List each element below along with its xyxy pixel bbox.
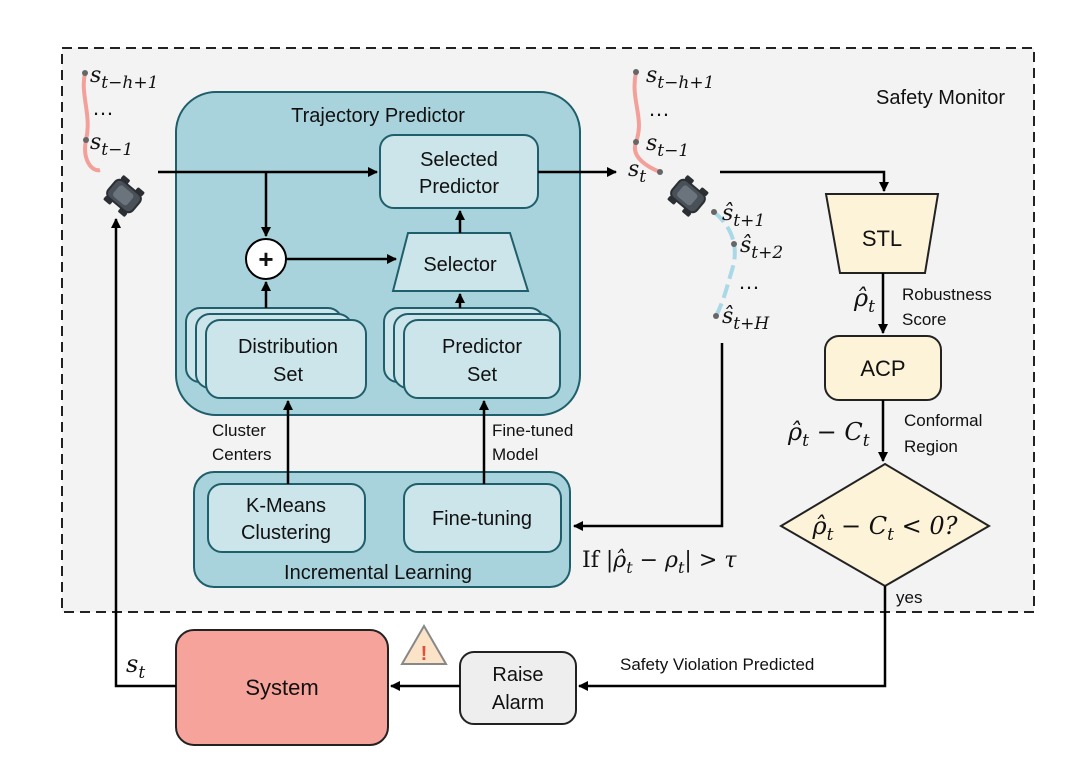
pred-traj-hat-2: ŝt+2 <box>740 233 783 263</box>
pred-traj-point-3 <box>713 313 719 319</box>
decision-expression: ρ̂t − Ct < 0? <box>811 512 957 545</box>
arrow-system-to-vehicle <box>111 218 176 688</box>
cluster-centers-label-2: Centers <box>212 445 272 464</box>
past-traj-point-1 <box>82 70 88 76</box>
pred-traj-hat-1: ŝt+1 <box>722 201 765 231</box>
arrow-decision-to-alarm <box>578 586 887 691</box>
predicted-trajectory-curve <box>712 210 737 317</box>
cluster-centers-label-1: Cluster <box>212 421 266 440</box>
plus-icon: + <box>258 244 273 274</box>
system-label: System <box>245 675 318 700</box>
selector-trapezoid <box>391 232 530 292</box>
distribution-set-label-2: Set <box>273 364 303 386</box>
conformal-region-label-2: Region <box>904 437 958 456</box>
acp-label: ACP <box>860 356 905 381</box>
incremental-learning-title: Incremental Learning <box>284 562 472 584</box>
distribution-set-label-1: Distribution <box>238 336 338 358</box>
past-traj-point-2 <box>83 137 89 143</box>
finetuning-label: Fine-tuning <box>432 508 532 530</box>
past-traj-dots: … <box>92 95 114 120</box>
arrow-state-to-stl <box>720 170 889 192</box>
system-state-label: st <box>126 650 145 683</box>
kmeans-label-1: K-Means <box>246 495 326 517</box>
pred-traj-point-2 <box>731 241 737 247</box>
stl-rho-hat: ρ̂t <box>853 284 875 317</box>
selected-predictor-label-2: Predictor <box>419 176 499 198</box>
distribution-set-box <box>205 319 367 399</box>
past-traj-s-t-h1: st−h+1 <box>90 63 158 93</box>
decision-yes-label: yes <box>896 588 922 607</box>
pred-traj-point-1 <box>711 209 717 215</box>
acp-expression: ρ̂t − Ct <box>787 418 870 451</box>
connectors <box>111 167 889 691</box>
predictor-set-label-1: Predictor <box>442 336 522 358</box>
finetuning-box <box>403 483 562 553</box>
finetuned-model-label-2: Model <box>492 445 538 464</box>
obs-traj-dots: … <box>648 96 670 121</box>
robustness-score-label-2: Score <box>902 310 946 329</box>
predictor-set-label-2: Set <box>467 364 497 386</box>
obs-traj-s-t-1: st−1 <box>646 131 689 161</box>
arrow-prediction-to-finetune <box>573 343 724 531</box>
predictor-set-box <box>403 319 561 399</box>
current-state-point <box>657 169 663 175</box>
trajectory-predictor-title: Trajectory Predictor <box>291 105 465 127</box>
system-block <box>175 629 389 746</box>
warning-icon-glyph: ! <box>421 643 428 665</box>
finetune-condition: If |ρ̂t − ρt| > τ <box>582 548 737 577</box>
conformal-region-label-1: Conformal <box>904 411 982 430</box>
finetuned-model-label-1: Fine-tuned <box>492 421 573 440</box>
raise-alarm-label-2: Alarm <box>492 692 544 714</box>
pred-traj-hat-H: ŝt+H <box>722 304 770 334</box>
obs-traj-point-1 <box>633 69 639 75</box>
kmeans-label-2: Clustering <box>241 522 331 544</box>
selector-label: Selector <box>423 254 497 276</box>
kmeans-box <box>207 483 366 553</box>
safety-monitor-title: Safety Monitor <box>876 87 1005 109</box>
raise-alarm-block <box>459 651 577 725</box>
obs-traj-point-2 <box>633 139 639 145</box>
pred-traj-dots: … <box>738 269 760 294</box>
obs-traj-s-t: st <box>628 157 646 187</box>
raise-alarm-label-1: Raise <box>492 664 543 686</box>
past-traj-s-t-1: st−1 <box>90 130 133 160</box>
obs-traj-s-t-h1: st−h+1 <box>646 63 714 93</box>
warning-icon <box>400 624 448 665</box>
safety-violation-label: Safety Violation Predicted <box>620 655 814 674</box>
robustness-score-label-1: Robustness <box>902 285 992 304</box>
stl-label: STL <box>862 226 902 251</box>
stl-block <box>824 193 940 274</box>
selected-predictor-label-1: Selected <box>420 149 498 171</box>
